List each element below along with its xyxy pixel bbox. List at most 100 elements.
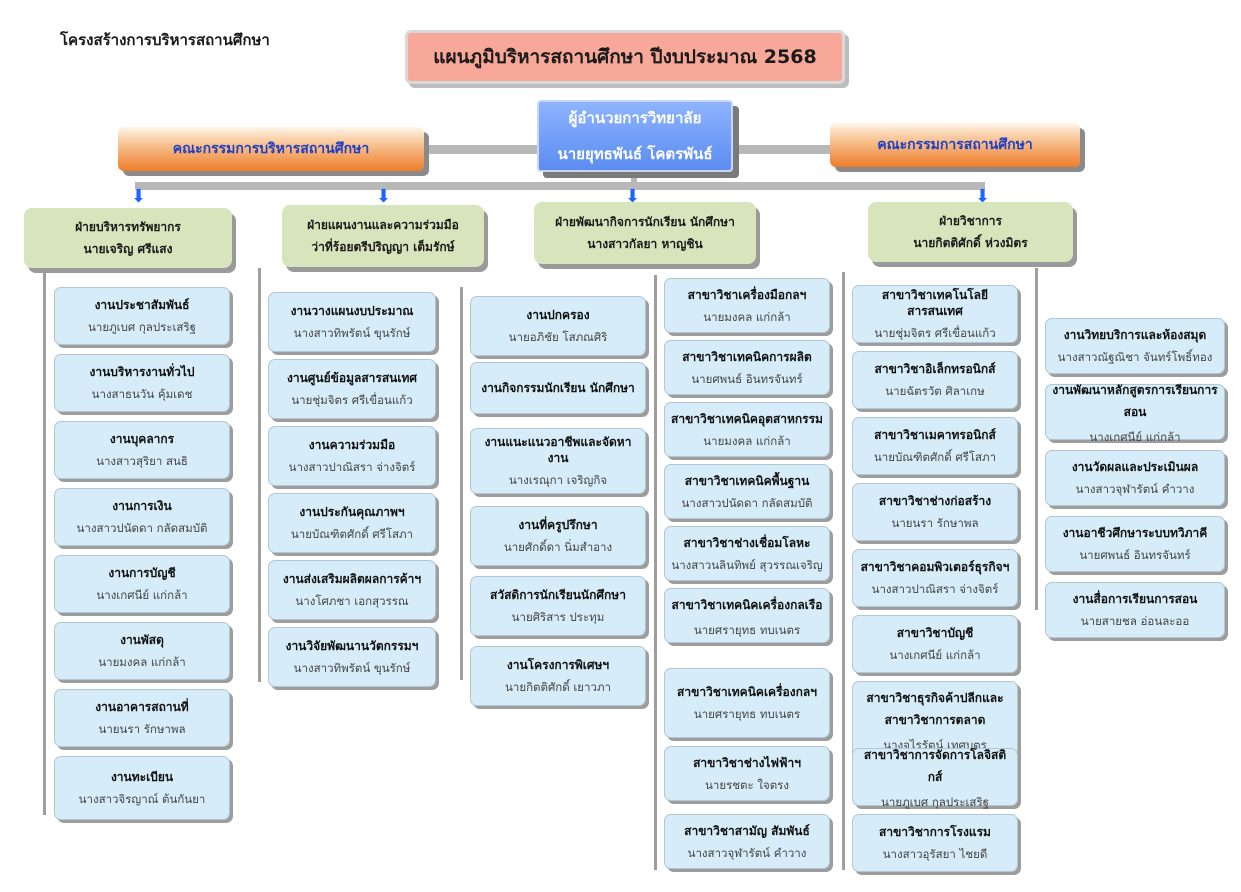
unit-card: งานอาชีวศึกษาระบบทวิภาคีนายศพนธ์ อินทรจั… [1045, 516, 1225, 572]
unit-card: งานพัฒนาหลักสูตรการเรียนการสอนนางเกศนีย์… [1045, 383, 1225, 444]
column-connector [842, 272, 845, 870]
unit-card: งานการเงินนางสาวปนัดดา กลัดสมบัติ [54, 488, 230, 546]
unit-person: นายศิริสาร ประทุม [511, 610, 605, 624]
unit-card: สาขาวิชาเทคนิคพื้นฐานนางสาวปนัดดา กลัดสม… [664, 464, 830, 519]
division-head: นางสาวกัลยา หาญชิน [587, 237, 703, 251]
unit-card: สาขาวิชาเทคนิคการผลิตนายศพนธ์ อินทรจันทร… [664, 340, 830, 395]
admin-committee-box: คณะกรรมการบริหารสถานศึกษา [118, 127, 424, 171]
unit-title: สาขาวิชาการจัดการโลจิสติกส์ [863, 748, 1007, 784]
division-title: ฝ่ายบริหารทรัพยากร [75, 220, 181, 234]
unit-title: งานพัสดุ [120, 633, 164, 647]
unit-person: นางสาวปาณิสรา จ่างจิตร์ [871, 582, 999, 596]
unit-title: งานการเงิน [112, 499, 172, 513]
unit-person: นางสาวทิพรัตน์ ขุนรักษ์ [293, 326, 411, 340]
unit-card: สาขาวิชาสามัญ สัมพันธ์นางสาวจุฬารัตน์ คำ… [664, 814, 830, 869]
unit-card: งานบุคลากรนางสาวสุริยา สนธิ [54, 421, 230, 479]
arrow-down-icon: ⬇ [975, 186, 991, 207]
unit-card: สาขาวิชาอิเล็กทรอนิกส์นายฉัตรวัต ศิลาเกษ [852, 351, 1018, 409]
unit-person: นางเกศนีย์ แก่กล้า [889, 648, 981, 662]
unit-title: สาขาวิชาเทคนิคพื้นฐาน [684, 473, 810, 488]
unit-card: งานโครงการพิเศษฯนายกิตติศักดิ์ เยาวภา [470, 646, 646, 706]
unit-title: สาขาวิชาเทคนิคเครื่องกลฯ [677, 685, 817, 699]
unit-person: นายชุ่มจิตร ศรีเขื่อนแก้ว [874, 326, 996, 340]
unit-title: สาขาวิชาช่างเชื่อมโลหะ [683, 535, 811, 550]
unit-card: งานที่ครูปรึกษานายศักดิ์ดา นิ่มสำอาง [470, 506, 646, 566]
unit-person: นางโศภชา เอกสุวรรณ [295, 594, 409, 608]
unit-person: นายอภิชัย โสภณศิริ [508, 330, 608, 344]
unit-title: สาขาวิชาคอมพิวเตอร์ธุรกิจฯ [860, 560, 1010, 574]
unit-title: งานอาคารสถานที่ [95, 700, 189, 714]
unit-person: นายสายชล อ่อนละออ [1080, 614, 1190, 628]
arrow-down-icon: ⬇ [376, 186, 392, 207]
column-connector [1035, 268, 1038, 610]
unit-person: นางสาวสุริยา สนธิ [96, 454, 188, 468]
unit-title: สาขาวิชาเมคาทรอนิกส์ [874, 428, 996, 442]
unit-person: นายนรา รักษาพล [891, 516, 979, 530]
unit-title: สาขาวิชาเครื่องมือกลฯ [687, 287, 807, 302]
unit-card: สาขาวิชาบัญชีนางเกศนีย์ แก่กล้า [852, 615, 1018, 673]
unit-card: สาขาวิชาเทคนิคเครื่องกลเรือนายศรายุทธ ทบ… [664, 588, 830, 643]
unit-title: งานกิจกรรมนักเรียน นักศึกษา [481, 381, 635, 395]
division-box: ฝ่ายพัฒนากิจการนักเรียน นักศึกษานางสาวกั… [534, 202, 756, 264]
unit-card: งานการบัญชีนางเกศนีย์ แก่กล้า [54, 555, 230, 613]
unit-title: งานความร่วมมือ [308, 438, 396, 452]
unit-person: นางสาวจิรญาณ์ ต้นกันยา [78, 792, 206, 806]
unit-card: งานวัดผลและประเมินผลนางสาวจุฬารัตน์ คำวา… [1045, 450, 1225, 506]
unit-card: สาขาวิชาธุรกิจค้าปลีกและ สาขาวิชาการตลาด… [852, 681, 1018, 759]
unit-person: นางสาวนลินทิพย์ สุวรรณเจริญ [671, 557, 823, 572]
unit-card: สาขาวิชาการโรงแรมนางสาวอุรัสยา ไชยดี [852, 814, 1018, 872]
director-box: ผู้อำนวยการวิทยาลัย นายยุทธพันธ์ โคตรพัน… [537, 100, 733, 172]
unit-person: นายชุ่มจิตร ศรีเขื่อนแก้ว [291, 393, 413, 407]
unit-person: นางสาวปนัดดา กลัดสมบัติ [681, 495, 813, 510]
division-head: นายกิตติศักดิ์ ห่วงมิตร [913, 236, 1028, 250]
unit-card: สาขาวิชาเมคาทรอนิกส์นายบัณฑิตศักดิ์ ศรีโ… [852, 417, 1018, 475]
unit-card: งานวางแผนงบประมาณนางสาวทิพรัตน์ ขุนรักษ์ [268, 292, 436, 352]
unit-person: นายภูเบศ กุลประเสริฐ [88, 320, 196, 334]
column-connector [654, 275, 657, 870]
column-connector [43, 272, 46, 815]
unit-card: สาขาวิชาช่างไฟฟ้าฯนายรชตะ ใจตรง [664, 746, 830, 801]
division-title: ฝ่ายแผนงานและความร่วมมือ [307, 218, 459, 232]
unit-title: งานวัดผลและประเมินผล [1071, 460, 1199, 474]
unit-title: งานปกครอง [526, 308, 590, 322]
unit-card: งานวิจัยพัฒนานวัตกรรมฯนางสาวทิพรัตน์ ขุน… [268, 627, 436, 687]
unit-person: นายบัณฑิตศักดิ์ ศรีโสภา [873, 450, 997, 464]
director-role: ผู้อำนวยการวิทยาลัย [568, 109, 702, 127]
director-name: นายยุทธพันธ์ โคตรพันธ์ [557, 145, 713, 163]
division-box: ฝ่ายวิชาการนายกิตติศักดิ์ ห่วงมิตร [868, 202, 1073, 262]
chart-title: แผนภูมิบริหารสถานศึกษา ปีงบประมาณ 2568 [405, 30, 845, 84]
unit-card: สวัสดิการนักเรียนนักศึกษานายศิริสาร ประท… [470, 576, 646, 636]
unit-title: งานโครงการพิเศษฯ [506, 658, 610, 672]
unit-person: นางสาวปนัดดา กลัดสมบัติ [76, 521, 208, 535]
unit-person: นายศรายุทธ ทบเนตร [693, 622, 801, 637]
unit-title: งานบุคลากร [109, 432, 175, 446]
unit-card: สาขาวิชาเทคนิคอุตสาหกรรมนายมงคล แก่กล้า [664, 402, 830, 457]
unit-card: สาขาวิชาช่างก่อสร้างนายนรา รักษาพล [852, 483, 1018, 541]
school-committee-box: คณะกรรมการสถานศึกษา [830, 123, 1080, 167]
unit-title: งานวางแผนงบประมาณ [290, 304, 414, 318]
unit-title: งานส่งเสริมผลิตผลการค้าฯ [282, 572, 422, 586]
unit-card: สาขาวิชาการจัดการโลจิสติกส์นายภูเบศ กุลป… [852, 748, 1018, 809]
unit-title: งานที่ครูปรึกษา [518, 518, 598, 532]
unit-title: งานพัฒนาหลักสูตรการเรียนการสอน [1052, 383, 1218, 419]
unit-person: นางสาวปาณิสรา จ่างจิตร์ [288, 460, 416, 474]
unit-person: นายบัณฑิตศักดิ์ ศรีโสภา [290, 527, 414, 541]
unit-title: สาขาวิชาช่างไฟฟ้าฯ [693, 755, 801, 770]
column-connector [258, 268, 261, 682]
unit-title: งานแนะแนวอาชีพและจัดหางาน [484, 435, 632, 465]
division-head: ว่าที่ร้อยตรีปริญญา เต็มรักษ์ [311, 240, 455, 254]
unit-card: งานแนะแนวอาชีพและจัดหางานนางเรณุกา เจริญ… [470, 428, 646, 494]
unit-card: งานความร่วมมือนางสาวปาณิสรา จ่างจิตร์ [268, 426, 436, 486]
unit-title: สาขาวิชาเทคโนโลยีสารสนเทศ [881, 288, 989, 318]
unit-person: นายศรายุทธ ทบเนตร [693, 707, 801, 721]
unit-person: นางสาวณัฐณิชา จันทร์โพธิ์ทอง [1057, 350, 1213, 364]
division-title: ฝ่ายพัฒนากิจการนักเรียน นักศึกษา [555, 215, 735, 229]
unit-title: งานสื่อการเรียนการสอน [1072, 592, 1198, 606]
unit-person: นางเรณุกา เจริญกิจ [508, 473, 608, 487]
unit-title: สาขาวิชาเทคนิคอุตสาหกรรม [671, 411, 823, 426]
unit-title: สาขาวิชาบัญชี [896, 626, 974, 640]
unit-person: นางสาวอุรัสยา ไชยดี [882, 847, 988, 861]
unit-title: งานอาชีวศึกษาระบบทวิภาคี [1062, 526, 1208, 540]
division-head: นายเจริญ ศรีแสง [83, 242, 173, 256]
unit-title: สาขาวิชาการโรงแรม [879, 825, 991, 839]
